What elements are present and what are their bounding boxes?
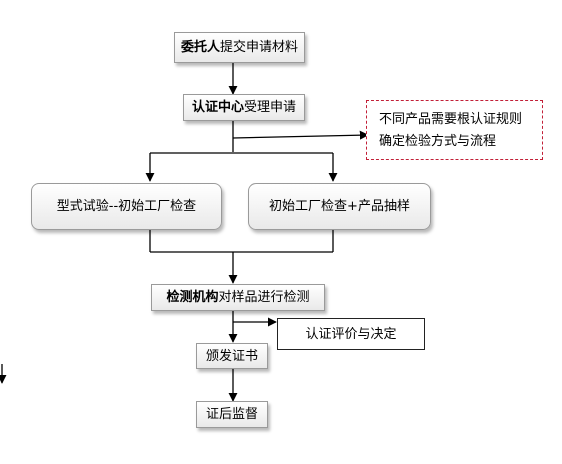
step-post-certification-supervision: 证后监督: [196, 401, 268, 428]
step-submit-actor: 委托人: [180, 40, 220, 55]
step-lab-testing: 检测机构对样品进行检测: [151, 284, 325, 311]
step-sampling-label: 初始工厂检查+产品抽样: [269, 199, 410, 214]
step-type-test: 型式试验--初始工厂检查: [31, 183, 222, 230]
note-evaluation-label: 认证评价与决定: [305, 326, 397, 342]
step-type-test-label: 型式试验--初始工厂检查: [56, 199, 197, 214]
step-lab-action: 对样品进行检测: [218, 290, 310, 305]
step-accept-application: 认证中心受理申请: [183, 94, 305, 121]
arrow-accept-to-rules-note: [232, 130, 369, 140]
note-evaluation-decision: 认证评价与决定: [277, 318, 425, 350]
step-submit-application: 委托人提交申请材料: [174, 32, 305, 63]
step-supervise-label: 证后监督: [205, 407, 258, 422]
step-accept-action: 受理申请: [244, 100, 297, 115]
step-factory-inspection-sampling: 初始工厂检查+产品抽样: [248, 183, 431, 230]
note-rules-line-2: 确定检验方式与流程: [379, 133, 497, 149]
step-lab-actor: 检测机构: [166, 290, 219, 305]
step-accept-actor: 认证中心: [191, 100, 244, 115]
note-rules-line-1: 不同产品需要根认证规则: [379, 111, 523, 127]
note-certification-rules: 不同产品需要根认证规则 确定检验方式与流程: [366, 100, 543, 160]
step-issue-label: 颁发证书: [205, 348, 258, 364]
step-submit-action: 提交申请材料: [220, 40, 299, 55]
step-issue-certificate: 颁发证书: [196, 343, 268, 369]
